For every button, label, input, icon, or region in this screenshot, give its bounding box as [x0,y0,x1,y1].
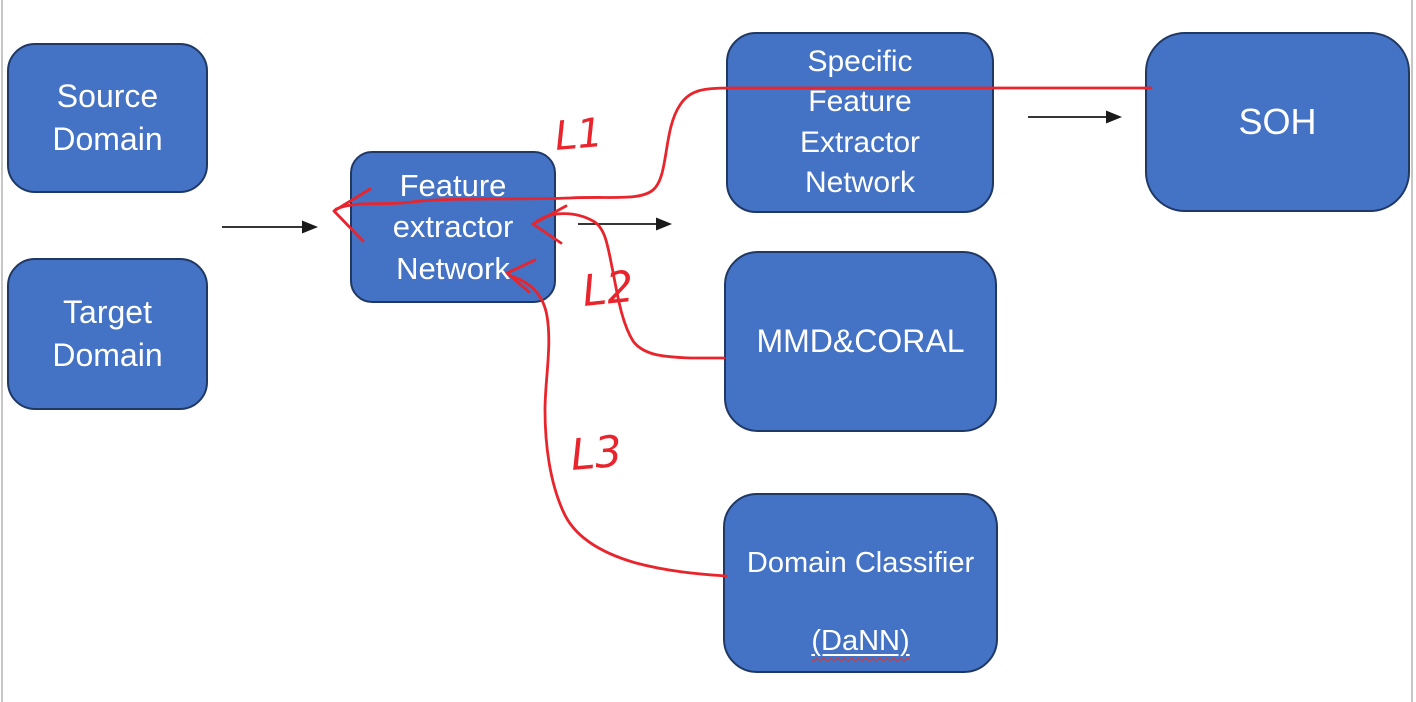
annotation-l3-label: L3 [569,427,624,481]
feature-extractor-label: Feature extractor Network [392,167,514,286]
source-domain-label: Source Domain [52,78,163,157]
domain-classifier-label: Domain Classifier (DaNN) [747,505,974,660]
node-source-domain[interactable]: Source Domain [7,43,208,193]
page-right-border [1411,0,1413,702]
mmd-coral-label: MMD&CORAL [756,323,965,360]
arrow-specific-extractor-to-soh [1028,110,1122,124]
page-left-border [1,0,3,702]
soh-label: SOH [1238,100,1317,142]
node-target-domain[interactable]: Target Domain [7,258,208,410]
annotation-l2-label: L2 [580,262,636,317]
specific-feature-extractor-label: Specific Feature Extractor Network [799,45,921,199]
node-mmd-coral[interactable]: MMD&CORAL [724,251,997,432]
domain-classifier-line2: (DaNN) [811,622,909,661]
l3-curve [509,274,728,578]
dann-text-with-spellcheck-squiggle: (DaNN) [811,624,910,657]
node-soh[interactable]: SOH [1145,32,1410,212]
node-domain-classifier[interactable]: Domain Classifier (DaNN) [723,493,998,673]
target-domain-label: Target Domain [52,294,163,373]
node-feature-extractor-network[interactable]: Feature extractor Network [350,151,556,303]
red-curve-l3-feedback [505,258,728,578]
annotation-l1-label: L1 [553,110,605,160]
arrow-feature-extractor-to-branches [578,217,672,231]
red-curve-l2-feedback [531,204,726,360]
arrow-domains-to-feature-extractor [222,220,318,234]
domain-classifier-line1: Domain Classifier [746,547,975,580]
node-specific-feature-extractor-network[interactable]: Specific Feature Extractor Network [726,32,994,213]
l2-curve [534,212,726,360]
